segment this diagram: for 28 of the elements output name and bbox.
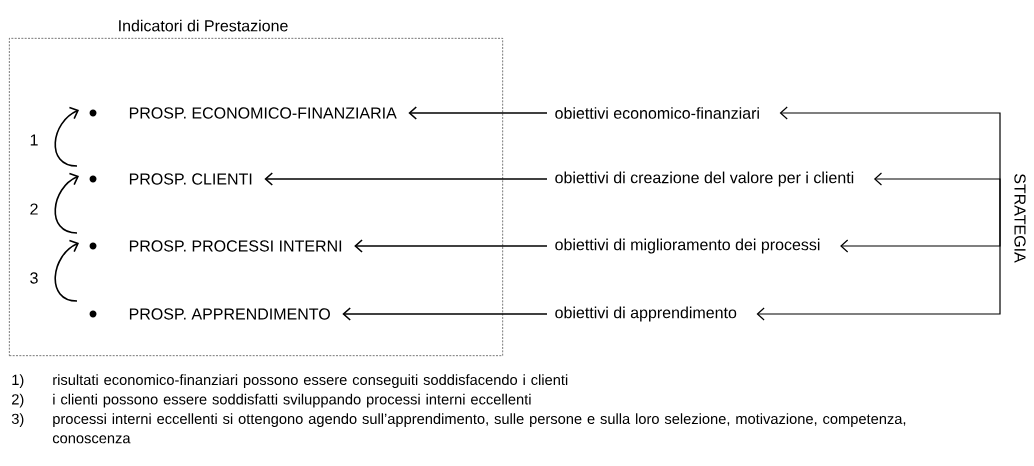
perspective-label: PROSP. ECONOMICO-FINANZIARIA (129, 107, 397, 119)
arrow (264, 172, 548, 186)
frame-title: Indicatori di Prestazione (119, 19, 288, 32)
side-label: STRATEGIA (1014, 174, 1026, 263)
arrow (342, 307, 548, 321)
footnote-text: processi interni eccellenti si ottengono agendo sull’apprendimento, sulle persone e sulla loro selezione, motivazione, competenza, conoscenza (52, 413, 906, 444)
curved-arrow (54, 172, 79, 234)
objective-label: obiettivi di miglioramento dei processi (555, 238, 820, 254)
step-number: 3 (30, 272, 38, 284)
step-number: 2 (30, 203, 38, 215)
footnote-number: 3) (11, 413, 24, 427)
arrow (354, 239, 548, 253)
footnote-number: 2) (12, 393, 24, 408)
objective-label: obiettivi di apprendimento (555, 306, 737, 322)
perspective-label: PROSP. CLIENTI (129, 173, 252, 185)
arrow (873, 172, 1001, 219)
step-number: 1 (30, 134, 38, 146)
curved-arrow (54, 106, 79, 167)
perspective-label: PROSP. PROCESSI INTERNI (129, 240, 342, 252)
arrow (756, 217, 1001, 321)
curved-arrow (54, 239, 79, 302)
perspective-label: PROSP. APPRENDIMENTO (129, 308, 330, 320)
objective-label: obiettivi di creazione del valore per i clienti (555, 171, 854, 187)
footnote-number: 1) (12, 374, 24, 388)
footnote-text: i clienti possono essere soddisfatti sviluppando processi interni eccellenti (53, 393, 531, 408)
arrow (408, 106, 548, 120)
footnote-text: risultati economico-finanziari possono essere conseguiti soddisfacendo i clienti (53, 374, 568, 388)
objective-label: obiettivi economico-finanziari (555, 107, 759, 119)
